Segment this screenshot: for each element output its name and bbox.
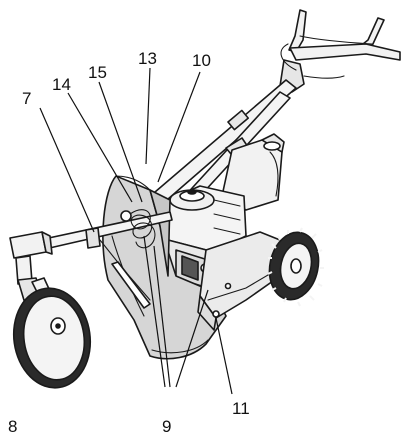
front-shaft xyxy=(9,211,173,301)
rear-wheel xyxy=(267,227,324,307)
fuel-tank xyxy=(221,133,285,211)
leader-lines xyxy=(39,67,233,395)
callout-11: 11 xyxy=(232,399,250,418)
callout-10: 10 xyxy=(192,51,211,70)
handlebar xyxy=(279,9,401,93)
callout-7: 7 xyxy=(22,89,31,108)
front-spring xyxy=(120,209,156,249)
callout-numbers: 7 14 15 13 10 8 9 11 xyxy=(8,49,250,436)
front-wheel xyxy=(12,255,92,389)
callout-15: 15 xyxy=(88,63,107,82)
callout-13: 13 xyxy=(138,49,157,68)
callout-8: 8 xyxy=(8,417,17,436)
callout-9: 9 xyxy=(162,417,171,436)
callout-14: 14 xyxy=(52,75,71,94)
